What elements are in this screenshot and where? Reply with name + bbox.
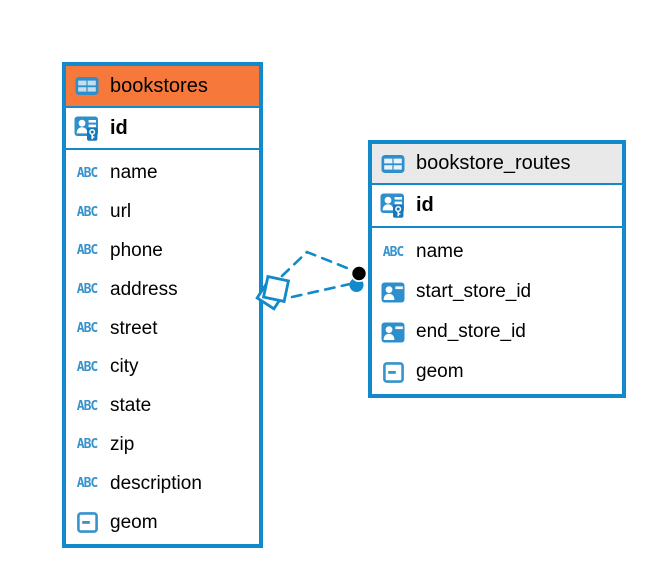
table-bookstore-routes[interactable]: bookstore_routes id ABC name start_store_i… — [368, 140, 626, 398]
column-row[interactable]: ABC url — [66, 193, 259, 232]
table-title: bookstores — [110, 74, 208, 97]
primary-key-icon — [379, 193, 407, 218]
table-header[interactable]: bookstores — [66, 66, 259, 108]
column-name: name — [110, 162, 158, 184]
column-row[interactable]: geom — [372, 352, 622, 392]
primary-key-name: id — [110, 116, 128, 139]
column-name: end_store_id — [416, 321, 526, 342]
geometry-type-icon — [379, 361, 407, 383]
column-name: geom — [110, 511, 158, 533]
column-name: name — [416, 241, 464, 262]
column-name: geom — [416, 361, 464, 382]
column-row[interactable]: end_store_id — [372, 312, 622, 352]
table-icon — [379, 154, 407, 174]
column-row[interactable]: ABC description — [66, 464, 259, 503]
reference-type-icon — [379, 322, 407, 343]
geometry-type-icon — [73, 512, 101, 533]
table-icon — [73, 76, 101, 96]
text-type-icon: ABC — [382, 244, 405, 260]
text-type-icon: ABC — [76, 282, 99, 298]
text-type-icon: ABC — [76, 359, 99, 375]
text-type-icon: ABC — [76, 321, 99, 337]
column-row[interactable]: ABC address — [66, 270, 259, 309]
column-name: phone — [110, 239, 163, 261]
text-type-icon: ABC — [76, 476, 99, 492]
column-name: start_store_id — [416, 281, 532, 302]
primary-key-row[interactable]: id — [66, 108, 259, 150]
column-name: city — [110, 356, 139, 378]
primary-key-row[interactable]: id — [372, 185, 622, 228]
relationship-line — [290, 282, 352, 299]
column-name: address — [110, 278, 178, 300]
relationship-target-marker-dot — [349, 264, 368, 292]
column-name: url — [110, 201, 132, 223]
column-row[interactable]: ABC name — [66, 154, 259, 193]
text-type-icon: ABC — [76, 437, 99, 453]
text-type-icon: ABC — [76, 243, 99, 259]
column-row[interactable]: geom — [66, 503, 259, 542]
column-row[interactable]: ABC state — [66, 387, 259, 426]
column-name: street — [110, 317, 158, 339]
column-name: zip — [110, 433, 135, 455]
column-row[interactable]: ABC zip — [66, 426, 259, 465]
column-row[interactable]: ABC street — [66, 309, 259, 348]
relationship-line — [280, 250, 354, 278]
column-row[interactable]: ABC city — [66, 348, 259, 387]
text-type-icon: ABC — [76, 398, 99, 414]
primary-key-name: id — [416, 194, 434, 216]
text-type-icon: ABC — [76, 165, 99, 181]
text-type-icon: ABC — [76, 204, 99, 220]
column-row[interactable]: ABC name — [372, 232, 622, 272]
reference-type-icon — [379, 282, 407, 303]
column-name: state — [110, 395, 152, 417]
column-row[interactable]: ABC phone — [66, 232, 259, 271]
table-title: bookstore_routes — [416, 152, 571, 174]
column-name: description — [110, 472, 202, 494]
column-row[interactable]: start_store_id — [372, 272, 622, 312]
table-header[interactable]: bookstore_routes — [372, 144, 622, 185]
primary-key-icon — [73, 116, 101, 141]
